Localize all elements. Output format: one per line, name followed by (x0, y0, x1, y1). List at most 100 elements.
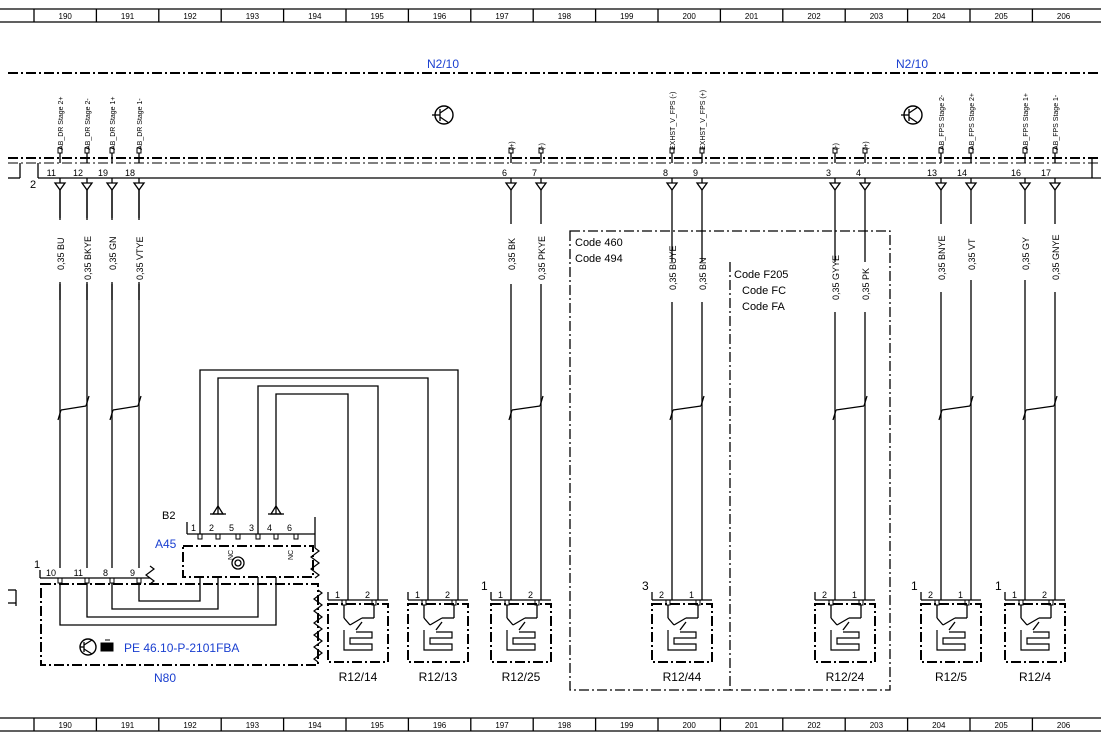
pin-terminal (235, 533, 241, 540)
wire-color-label: 0,35 GY (1021, 237, 1031, 270)
pin-terminal (538, 147, 544, 154)
grid-footer-label: 193 (246, 721, 260, 730)
grid-footer-label: 204 (932, 721, 946, 730)
wire (199, 369, 459, 600)
grid-footer-label: 203 (870, 721, 884, 730)
pin-terminal (1022, 147, 1028, 154)
pin-terminal (699, 147, 705, 154)
connector-arrow-icon (132, 182, 146, 192)
grid-footer-label: 206 (1057, 721, 1071, 730)
grid-footer-label: 201 (745, 721, 759, 730)
grid-header-label: 205 (995, 12, 1009, 21)
component-label: R12/25 (502, 670, 541, 684)
pin-number: 10 (46, 568, 56, 578)
switch-icon (506, 617, 514, 626)
code-label: Code FA (742, 301, 785, 313)
component-label: R12/4 (1019, 670, 1051, 684)
pin-number: 2 (822, 590, 827, 600)
grid-header-label: 197 (495, 12, 509, 21)
connector-arrow-icon (534, 182, 548, 192)
pin-terminal (109, 577, 115, 584)
wire-break-mark (57, 409, 62, 421)
heater-element-icon (506, 630, 536, 651)
component-r12-4 (1004, 603, 1066, 663)
switch-icon (343, 617, 351, 626)
wire (59, 577, 277, 626)
pin-number: 1 (689, 590, 694, 600)
component-r12-5 (920, 603, 982, 663)
pin-signal-label: AB_FPS Stage 2- (939, 94, 946, 150)
connector-number-2: 2 (30, 179, 36, 191)
component-r12-44 (651, 603, 713, 663)
transistor-icon (439, 106, 450, 114)
grid-header-label: 190 (59, 12, 73, 21)
pin-number: 12 (73, 168, 83, 178)
wire (275, 393, 349, 600)
pin-number: 11 (47, 168, 56, 178)
switch-icon (836, 617, 850, 626)
grid-header-label: 194 (308, 12, 322, 21)
code-label: Code 494 (575, 253, 623, 265)
component-r12-25 (490, 603, 552, 663)
switch-icon (830, 617, 838, 626)
switch-icon (355, 621, 363, 631)
wire-break-mark (941, 405, 971, 411)
grid-footer-label: 199 (620, 721, 634, 730)
pin-terminal (57, 147, 63, 154)
wire-color-label: 0,35 VT (967, 238, 977, 270)
wire (138, 577, 201, 602)
grid-header-label: 191 (121, 12, 135, 21)
pin-number: 7 (532, 168, 537, 178)
connector-arrow-icon (695, 182, 709, 192)
wire-break-mark (85, 395, 90, 407)
wire (257, 385, 379, 600)
pin-terminal (832, 147, 838, 154)
wire-color-label: 0,35 GYYE (831, 255, 841, 300)
connector-arrow-icon (1048, 182, 1062, 192)
pin-signal-label: AB_DR Stage 2- (85, 98, 92, 150)
grid-header-label: 203 (870, 12, 884, 21)
grid-footer-label: 202 (807, 721, 821, 730)
grid-header-label: 198 (558, 12, 572, 21)
connector-arrow-icon (53, 182, 67, 192)
switch-icon (518, 621, 526, 631)
pin-terminal (1052, 147, 1058, 154)
pin-number: 4 (856, 168, 861, 178)
pin-number: 2 (445, 590, 450, 600)
grid-header-label: 201 (745, 12, 759, 21)
switch-icon (349, 617, 363, 626)
heater-element-icon (423, 630, 453, 651)
wire-break-mark (1025, 405, 1055, 411)
connector-arrow-icon (964, 182, 978, 192)
nc-label: NC (228, 550, 235, 560)
grid-header-label: 202 (807, 12, 821, 21)
connector-arrow-icon (828, 182, 842, 192)
wire-break-mark (60, 405, 87, 411)
unit-label-n2-10-right: N2/10 (896, 57, 928, 71)
pin-terminal (938, 147, 944, 154)
zigzag-mark (313, 589, 323, 663)
grid-footer-label: 200 (683, 721, 697, 730)
wire-color-label: 0,35 BN (698, 257, 708, 290)
grid-header-label: 206 (1057, 12, 1071, 21)
heater-element-icon (667, 630, 697, 651)
pin-number: 17 (1041, 168, 1051, 178)
pin-signal-label: (-) (833, 143, 840, 150)
component-label: R12/5 (935, 670, 967, 684)
component-label: R12/13 (419, 670, 458, 684)
connector-arrow-icon (934, 182, 948, 192)
switch-icon (667, 617, 675, 626)
grid-footer-label: 198 (558, 721, 572, 730)
wire-color-label: 0,35 BUYE (668, 245, 678, 290)
code-label: Code 460 (575, 237, 623, 249)
pin-terminal (862, 147, 868, 154)
pin-signal-label: EXHST_V_FPS (-) (670, 92, 677, 150)
wire-color-label: 0,35 PKYE (537, 236, 547, 280)
pin-terminal (84, 147, 90, 154)
grid-header-label: 199 (620, 12, 634, 21)
connector-number: 1 (911, 579, 918, 593)
pin-number: 1 (852, 590, 857, 600)
pin-terminal (968, 147, 974, 154)
pin-number: 4 (267, 523, 272, 533)
